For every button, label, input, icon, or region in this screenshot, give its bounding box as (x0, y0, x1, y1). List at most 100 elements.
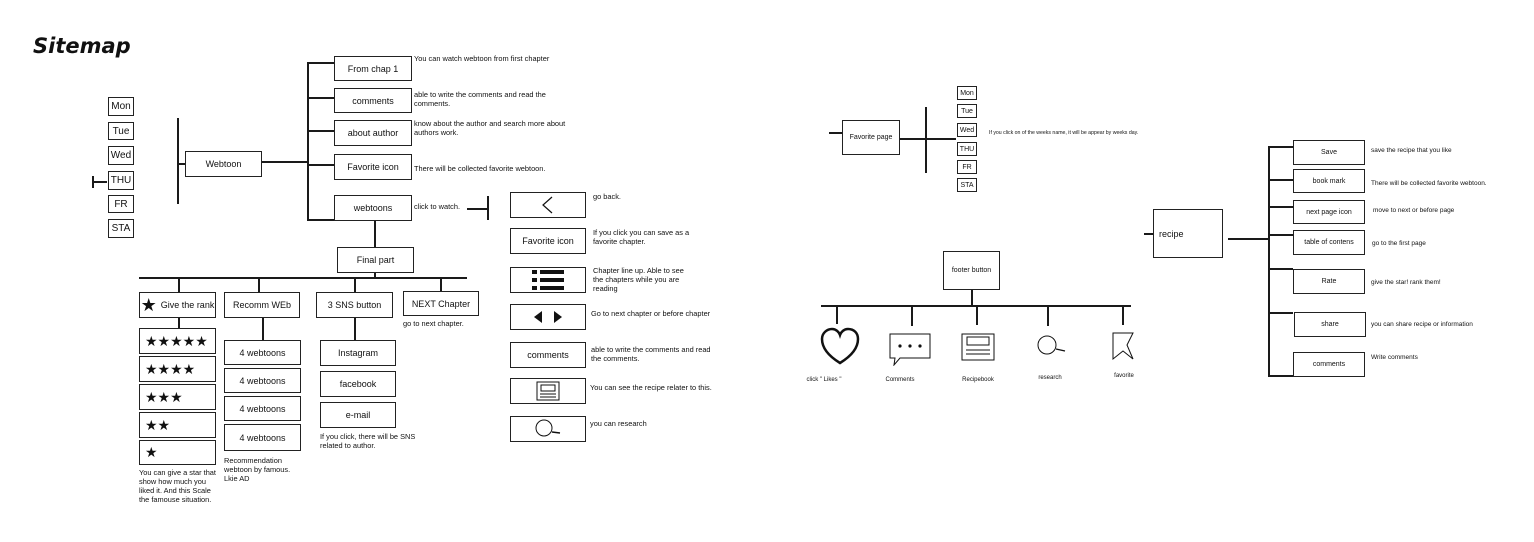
day-fr[interactable]: FR (108, 195, 134, 213)
day-thu[interactable]: THU (108, 171, 134, 190)
chapter-list-button[interactable] (510, 267, 586, 293)
branch-note: click to watch. (414, 202, 461, 211)
day-thu[interactable]: THU (957, 142, 977, 156)
day-tue[interactable]: Tue (957, 104, 977, 118)
recipe-note: you can share recipe or information (1371, 321, 1473, 328)
connector (440, 277, 442, 291)
connector (307, 130, 334, 132)
recomm-item[interactable]: 4 webtoons (224, 340, 301, 365)
branch-about-author[interactable]: about author (334, 120, 412, 146)
recipe-next-page-icon[interactable]: next page icon (1293, 200, 1365, 224)
sns-button-node[interactable]: 3 SNS button (316, 292, 393, 318)
back-arrow-icon (542, 196, 553, 214)
search-icon[interactable] (1036, 334, 1068, 358)
day-tue[interactable]: Tue (108, 122, 134, 140)
viewer-comments-button[interactable]: comments (510, 342, 586, 368)
connector (976, 305, 978, 325)
rank-2-stars[interactable]: ★★ (139, 412, 216, 438)
day-mon[interactable]: Mon (957, 86, 977, 100)
list-icon (532, 270, 564, 290)
recomm-note: Recommendation webtoon by famous. Lkie A… (224, 456, 291, 483)
day-fr[interactable]: FR (957, 160, 977, 174)
connector (177, 118, 179, 204)
branch-webtoons[interactable]: webtoons (334, 195, 412, 221)
connector (467, 208, 488, 210)
recipe-save[interactable]: Save (1293, 140, 1365, 165)
branch-comments[interactable]: comments (334, 88, 412, 113)
recipebook-icon[interactable] (961, 333, 995, 361)
day-mon[interactable]: Mon (108, 97, 134, 116)
viewer-note: able to write the comments and read the … (591, 345, 711, 363)
connector (1268, 312, 1293, 314)
connector (354, 318, 356, 340)
bookmark-icon[interactable] (1111, 331, 1137, 361)
connector (1122, 305, 1124, 325)
branch-from-chap-1[interactable]: From chap 1 (334, 56, 412, 81)
recipe-node[interactable]: recipe (1153, 209, 1223, 258)
prev-next-button[interactable] (510, 304, 586, 330)
rank-3-stars[interactable]: ★★★ (139, 384, 216, 410)
connector (178, 318, 180, 328)
branch-note: There will be collected favorite webtoon… (414, 164, 546, 173)
recipe-comments[interactable]: comments (1293, 352, 1365, 377)
day-sta[interactable]: STA (957, 178, 977, 192)
connector (307, 97, 334, 99)
recipe-table-of-contents[interactable]: table of contens (1293, 230, 1365, 255)
sns-facebook[interactable]: facebook (320, 371, 396, 397)
final-part-node[interactable]: Final part (337, 247, 414, 273)
sns-email[interactable]: e-mail (320, 402, 396, 428)
recipe-button[interactable] (510, 378, 586, 404)
next-chapter-node[interactable]: NEXT Chapter (403, 291, 479, 316)
recomm-web-node[interactable]: Recomm WEb (224, 292, 300, 318)
back-button[interactable] (510, 192, 586, 218)
sns-instagram[interactable]: Instagram (320, 340, 396, 366)
recipe-note: go to the first page (1372, 240, 1426, 247)
connector (1047, 305, 1049, 326)
recipe-note: Write comments (1371, 354, 1418, 361)
sns-note: If you click, there will be SNS related … (320, 432, 416, 450)
day-wed[interactable]: Wed (957, 123, 977, 137)
connector (262, 318, 264, 340)
branch-note: know about the author and search more ab… (414, 119, 566, 137)
connector (1268, 234, 1293, 236)
recomm-item[interactable]: 4 webtoons (224, 368, 301, 393)
connector (1268, 206, 1293, 208)
recipe-rate[interactable]: Rate (1293, 269, 1365, 294)
footer-item-label: click " Likes " (806, 377, 842, 383)
connector (971, 290, 973, 306)
rank-5-stars[interactable]: ★★★★★ (139, 328, 216, 354)
connector (829, 132, 842, 134)
connector (911, 305, 913, 326)
connector (1268, 179, 1293, 181)
comment-bubble-icon[interactable] (888, 332, 932, 366)
connector (374, 273, 376, 279)
connector (178, 277, 180, 292)
footer-button-node[interactable]: footer button (943, 251, 1000, 290)
recipe-icon (536, 381, 560, 401)
connector (354, 277, 356, 292)
webtoon-node[interactable]: Webtoon (185, 151, 262, 177)
connector (1268, 268, 1293, 270)
connector (487, 196, 489, 220)
recomm-item[interactable]: 4 webtoons (224, 396, 301, 421)
recipe-share[interactable]: share (1294, 312, 1366, 337)
viewer-note: Go to next chapter or before chapter (591, 309, 711, 318)
branch-note: You can watch webtoon from first chapter (414, 54, 550, 63)
branch-favorite-icon[interactable]: Favorite icon (334, 154, 412, 180)
favorite-icon-button[interactable]: Favorite icon (510, 228, 586, 254)
connector (258, 277, 260, 292)
connector (307, 164, 334, 166)
connector (177, 163, 185, 165)
day-wed[interactable]: Wed (108, 146, 134, 165)
recipe-bookmark[interactable]: book mark (1293, 169, 1365, 193)
favorite-page-node[interactable]: Favorite page (842, 120, 900, 155)
search-icon (535, 419, 561, 437)
give-rank-node[interactable]: ★ Give the rank (139, 292, 216, 318)
day-sta[interactable]: STA (108, 219, 134, 238)
heart-icon[interactable] (819, 327, 861, 367)
rank-1-star[interactable]: ★ (139, 440, 216, 465)
rank-4-stars[interactable]: ★★★★ (139, 356, 216, 382)
footer-item-label: Recipebook (962, 377, 994, 383)
recomm-item[interactable]: 4 webtoons (224, 424, 301, 451)
viewer-search-button[interactable] (510, 416, 586, 442)
